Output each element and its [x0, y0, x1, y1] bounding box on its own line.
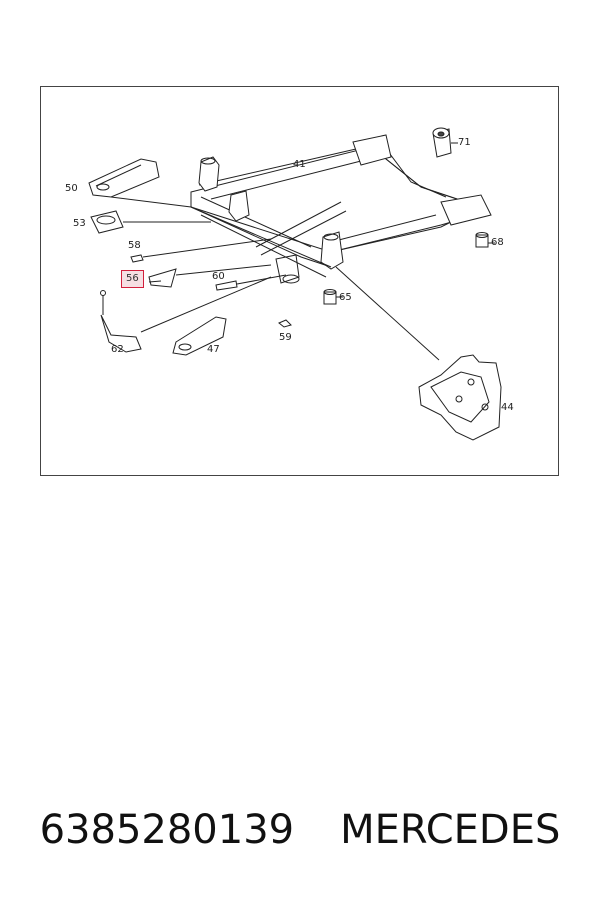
subframe-exploded-diagram [88, 127, 502, 441]
seal-53 [90, 210, 211, 234]
bushing-65 [323, 289, 343, 305]
callout-60: 60 [212, 271, 225, 282]
callout-59: 59 [279, 332, 292, 343]
footer-caption: 6385280139 MERCEDES [0, 800, 600, 860]
callout-56-highlighted: 56 [121, 270, 144, 288]
bracket-62 [100, 276, 272, 353]
callout-71: 71 [458, 137, 471, 148]
cover-50 [88, 158, 192, 208]
callout-53: 53 [73, 218, 86, 229]
mount-towers [198, 134, 492, 284]
callout-58: 58 [128, 240, 141, 251]
brand-name: MERCEDES [340, 807, 561, 853]
part-number: 6385280139 [39, 807, 295, 853]
diagram-frame: 41 71 50 53 58 56 60 68 65 62 47 59 44 [40, 86, 559, 476]
callout-50: 50 [65, 183, 78, 194]
callout-41: 41 [293, 159, 306, 170]
cross-member [190, 201, 347, 278]
callout-68: 68 [491, 237, 504, 248]
cover-47 [172, 316, 227, 356]
heat-shield-44 [335, 266, 502, 441]
callout-44: 44 [501, 402, 514, 413]
callout-62: 62 [111, 344, 124, 355]
bushing-71 [432, 127, 458, 158]
bushing-68 [475, 232, 495, 248]
small-parts [130, 238, 292, 328]
callout-65: 65 [339, 292, 352, 303]
callout-47: 47 [207, 344, 220, 355]
